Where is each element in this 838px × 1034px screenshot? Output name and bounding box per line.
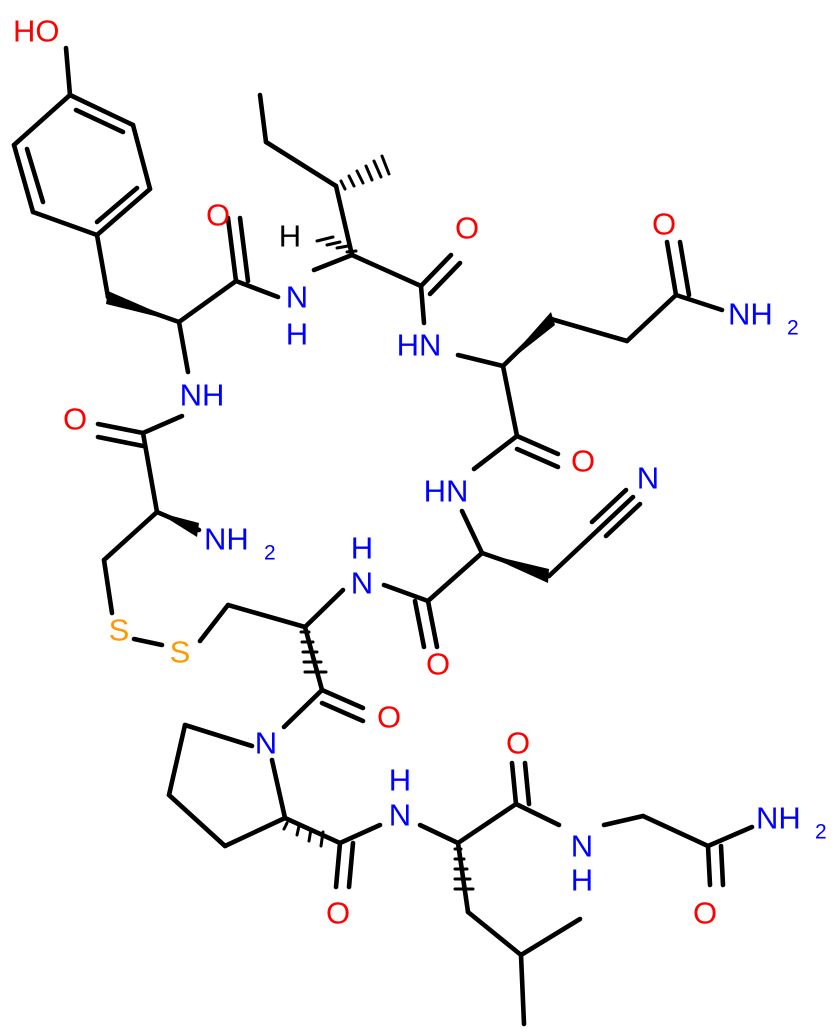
- nh-cys2-hydrogen: H: [351, 531, 373, 566]
- nh2-gly-label: NH: [756, 801, 801, 836]
- oxygen-ile-carbonyl: O: [455, 211, 479, 246]
- nitrogen-ile-hydrogen: H: [286, 317, 308, 352]
- oxygen-gln-carbonyl: O: [571, 444, 595, 479]
- hydroxyl-label: HO: [13, 14, 60, 49]
- oxygen-leu-carbonyl: O: [506, 726, 530, 761]
- nh-leu-hydrogen: H: [389, 763, 411, 798]
- nh-gly-label: N: [571, 829, 593, 864]
- oxygen-cys2-carbonyl: O: [377, 700, 401, 735]
- stereo-bonds: [106, 154, 555, 891]
- nh-gly-hydrogen: H: [571, 863, 593, 898]
- nh-leu-label: N: [389, 798, 411, 833]
- oxygen-gly-carbonyl: O: [693, 896, 717, 931]
- bonds: [11, 45, 755, 1027]
- nh2-cys-label: NH: [204, 522, 249, 557]
- nh2-gln-label: NH: [728, 297, 773, 332]
- atom-labels: HO O NH O NH 2 S S H N H O HN O NH 2 O H…: [13, 14, 827, 931]
- nh2-cys-subscript: 2: [264, 542, 276, 565]
- sulfur-2-label: S: [170, 635, 191, 670]
- nh-cys2-label: N: [351, 566, 373, 601]
- oxygen-asn-carbonyl: O: [426, 647, 450, 682]
- nitrile-nitrogen-label: N: [637, 461, 659, 496]
- sulfur-1-label: S: [109, 613, 130, 648]
- oxygen-pro-carbonyl: O: [326, 896, 350, 931]
- nh-gln-label: HN: [397, 328, 442, 363]
- nh2-gln-subscript: 2: [787, 317, 799, 340]
- nitrogen-pro-label: N: [255, 726, 277, 761]
- hydrogen-ile-label: H: [279, 219, 301, 254]
- oxygen-tyr-carbonyl: O: [206, 198, 230, 233]
- oxygen-gln-side: O: [652, 207, 676, 242]
- nh-tyr-label: NH: [180, 378, 225, 413]
- oxygen-cys-carbonyl: O: [63, 402, 87, 437]
- nh-asn-label: HN: [424, 474, 469, 509]
- nh2-gly-subscript: 2: [815, 821, 827, 844]
- nitrogen-ile-label: N: [286, 280, 308, 315]
